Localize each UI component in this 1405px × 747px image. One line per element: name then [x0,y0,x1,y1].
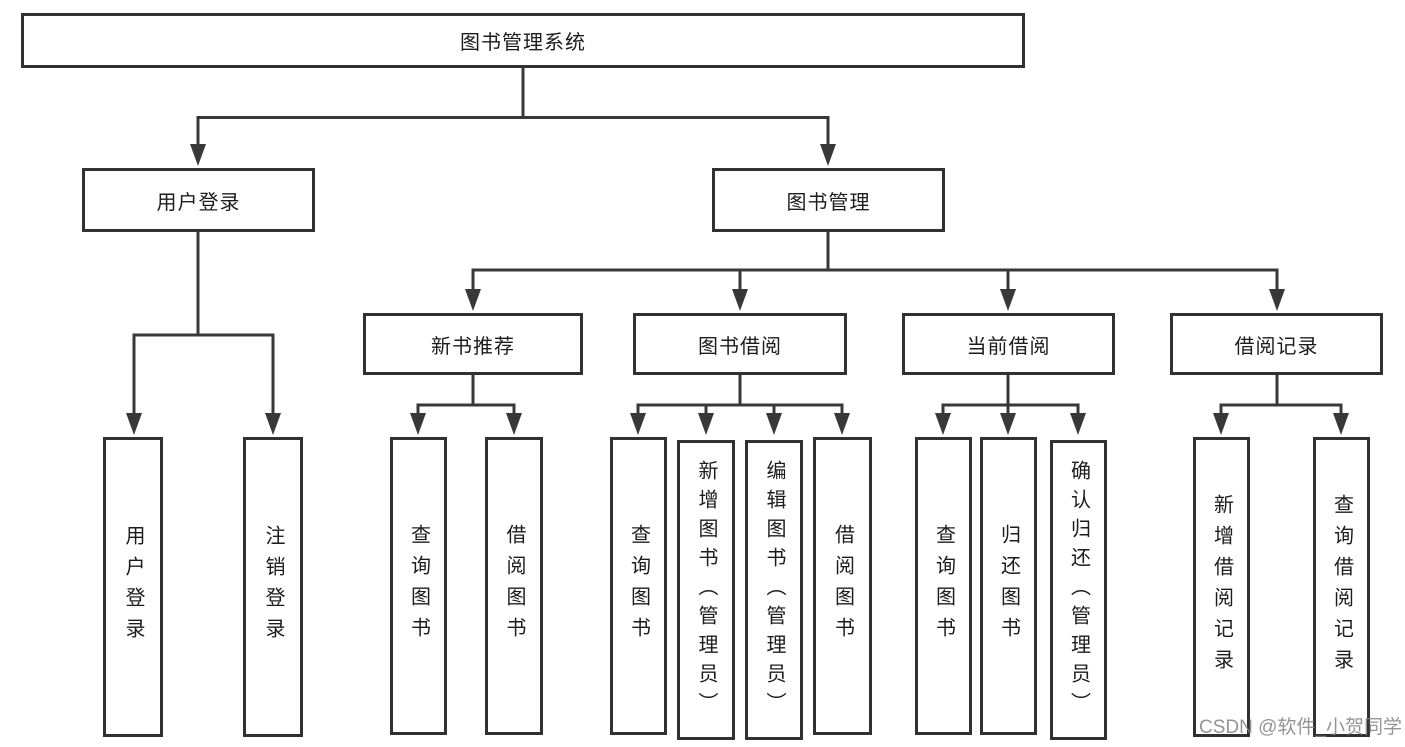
node-user-login: 用户登录 [82,168,315,232]
leaf-logout-label: 注销登录 [262,525,284,649]
leaf-newbook-borrow-label: 借阅图书 [503,524,525,648]
node-new-book-recommend-label: 新书推荐 [431,335,515,358]
leaf-borrow-book-label: 借阅图书 [831,524,854,648]
leaf-newbook-query-label: 查询图书 [407,524,430,648]
arrowhead-icons [126,144,1349,435]
leaf-current-query: 查询图书 [915,437,972,735]
leaf-current-return: 归还图书 [980,437,1037,735]
leaf-borrow-book: 借阅图书 [813,437,872,735]
leaf-borrow-query: 查询图书 [610,437,667,735]
leaf-borrow-add-admin-label: 新增图书（管理员） [695,459,717,721]
node-current-borrow: 当前借阅 [902,313,1115,375]
leaf-record-query-label: 查询借阅记录 [1330,494,1353,680]
leaf-borrow-add-admin: 新增图书（管理员） [677,440,735,740]
node-book-management-label: 图书管理 [786,191,871,214]
leaf-logout: 注销登录 [243,437,303,737]
leaf-record-query: 查询借阅记录 [1313,437,1370,737]
csdn-watermark: CSDN @软件_小贺同学 [1199,717,1402,738]
leaf-borrow-query-label: 查询图书 [627,524,650,648]
leaf-user-login-label: 用户登录 [122,525,144,649]
leaf-borrow-edit-admin: 编辑图书（管理员） [745,440,803,740]
node-root-system-label: 图书管理系统 [460,32,586,54]
leaf-newbook-query: 查询图书 [390,437,447,735]
node-borrow-records-label: 借阅记录 [1234,335,1319,358]
leaf-user-login: 用户登录 [103,437,163,737]
leaf-newbook-borrow: 借阅图书 [485,437,543,735]
node-book-borrow-label: 图书借阅 [698,335,782,358]
leaf-current-query-label: 查询图书 [932,524,955,648]
node-book-borrow: 图书借阅 [633,313,847,375]
node-new-book-recommend: 新书推荐 [363,313,583,375]
node-root-system: 图书管理系统 [21,13,1025,68]
leaf-current-return-label: 归还图书 [997,524,1020,648]
node-borrow-records: 借阅记录 [1170,313,1383,375]
leaf-current-confirm-admin: 确认归还（管理员） [1050,440,1107,740]
leaf-borrow-edit-admin-label: 编辑图书（管理员） [763,459,785,721]
leaf-record-add-label: 新增借阅记录 [1210,494,1233,680]
leaf-record-add: 新增借阅记录 [1193,437,1250,737]
node-current-borrow-label: 当前借阅 [966,335,1051,358]
node-user-login-label: 用户登录 [156,191,241,214]
node-book-management: 图书管理 [712,168,945,232]
leaf-current-confirm-admin-label: 确认归还（管理员） [1067,459,1090,721]
